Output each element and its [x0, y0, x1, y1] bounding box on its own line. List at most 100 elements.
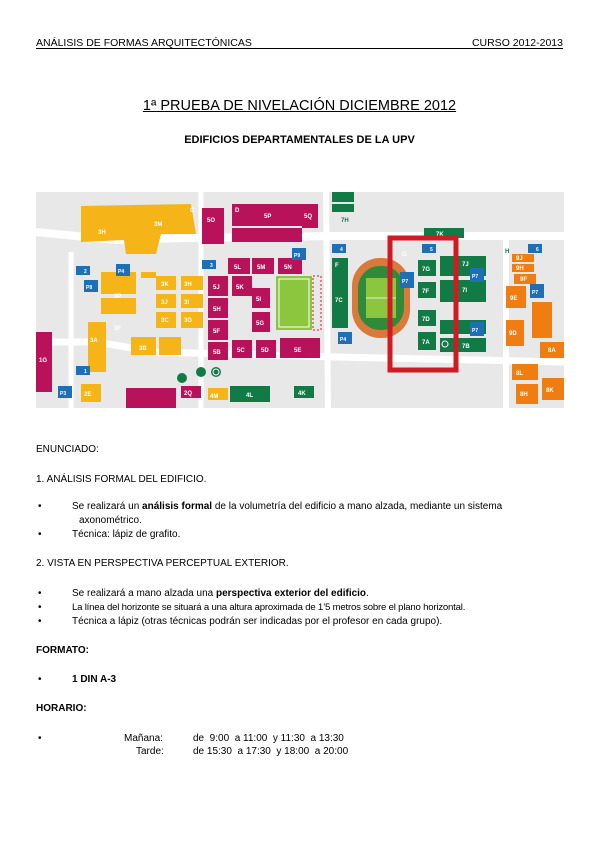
svg-text:7G: 7G [422, 267, 430, 273]
svg-text:7H: 7H [341, 218, 349, 224]
svg-text:7F: 7F [422, 289, 429, 295]
format-item: 1 DIN A-3 [72, 674, 117, 685]
bullet-marker: • [38, 616, 42, 627]
svg-text:5G: 5G [256, 321, 264, 327]
svg-text:5M: 5M [257, 265, 265, 271]
svg-text:5P: 5P [264, 214, 271, 220]
svg-text:H: H [505, 249, 509, 255]
schedule-afternoon-label: Tarde: [136, 746, 164, 757]
section-1-item-1: Se realizará un análisis formal de la vo… [72, 501, 503, 512]
svg-text:8L: 8L [516, 371, 523, 377]
svg-text:9D: 9D [509, 331, 517, 337]
svg-text:7I: 7I [462, 288, 467, 294]
section-2-item-3: Técnica a lápiz (otras técnicas podrán s… [72, 616, 443, 627]
svg-text:3J: 3J [161, 300, 168, 306]
bullet-marker: • [38, 588, 42, 599]
svg-text:9H: 9H [516, 266, 524, 272]
parking-badges [58, 244, 544, 398]
svg-text:5H: 5H [213, 307, 221, 313]
svg-text:7D: 7D [422, 317, 430, 323]
svg-text:7B: 7B [462, 344, 470, 350]
svg-text:G: G [402, 252, 407, 258]
svg-text:7K: 7K [436, 232, 444, 238]
svg-text:P7: P7 [472, 274, 478, 280]
section-1-item-1-continued: axonométrico. [79, 515, 142, 526]
schedule-heading: HORARIO: [36, 703, 87, 714]
svg-text:P3: P3 [60, 391, 66, 397]
svg-text:3P: 3P [114, 294, 121, 300]
svg-text:9F: 9F [520, 277, 527, 283]
section-2-title: 2. VISTA EN PERSPECTIVA PERCEPTUAL EXTER… [36, 558, 289, 569]
svg-text:P7: P7 [472, 328, 478, 334]
svg-text:4K: 4K [298, 391, 306, 397]
svg-text:8H: 8H [520, 392, 528, 398]
svg-text:E: E [305, 235, 309, 241]
section-1-item-2: Técnica: lápiz de grafito. [72, 529, 181, 540]
svg-text:8K: 8K [546, 388, 554, 394]
svg-text:4M: 4M [210, 394, 218, 400]
svg-text:5Q: 5Q [304, 214, 312, 220]
section-2-item-1: Se realizará a mano alzada una perspecti… [72, 588, 369, 599]
zone-orange-buildings [506, 254, 564, 404]
svg-text:5N: 5N [284, 265, 292, 271]
svg-text:4: 4 [340, 247, 343, 253]
statement-heading: ENUNCIADO: [36, 444, 99, 455]
svg-text:3B: 3B [139, 346, 147, 352]
page-title: 1ª PRUEBA DE NIVELACIÓN DICIEMBRE 2012 [142, 98, 457, 114]
svg-text:2Q: 2Q [184, 391, 192, 397]
highlight-frame [387, 235, 459, 373]
svg-text:P8: P8 [86, 285, 92, 291]
svg-text:6: 6 [536, 247, 539, 253]
bullet-marker: • [38, 529, 42, 540]
svg-text:5J: 5J [213, 285, 220, 291]
section-2-item-2: La línea del horizonte se situará a una … [72, 602, 466, 613]
svg-text:3K: 3K [161, 282, 169, 288]
bullet-marker: • [38, 733, 42, 744]
header-divider [36, 48, 563, 49]
svg-text:5O: 5O [207, 218, 215, 224]
svg-text:3G: 3G [184, 318, 192, 324]
svg-text:3A: 3A [90, 338, 98, 344]
header-course-year: CURSO 2012-2013 [471, 37, 563, 49]
svg-text:5L: 5L [234, 265, 241, 271]
svg-text:5D: 5D [261, 348, 269, 354]
svg-text:3H: 3H [184, 282, 192, 288]
svg-text:D: D [235, 208, 240, 214]
svg-text:5F: 5F [213, 329, 220, 335]
bullet-marker: • [38, 501, 42, 512]
svg-text:3C: 3C [161, 318, 169, 324]
section-1-title: 1. ANÁLISIS FORMAL DEL EDIFICIO. [36, 474, 207, 485]
svg-text:C: C [190, 208, 195, 214]
svg-text:2E: 2E [84, 392, 91, 398]
svg-text:P4: P4 [118, 269, 124, 275]
svg-text:9E: 9E [510, 296, 517, 302]
svg-text:3F: 3F [114, 326, 121, 332]
svg-text:3H: 3H [98, 230, 106, 236]
svg-text:1: 1 [84, 369, 87, 375]
svg-text:8A: 8A [548, 348, 556, 354]
running-track [352, 258, 410, 338]
zone-magenta-buildings [36, 204, 320, 408]
svg-text:P4: P4 [340, 337, 346, 343]
svg-text:5C: 5C [237, 348, 245, 354]
svg-text:F: F [335, 263, 339, 269]
svg-text:2: 2 [84, 269, 87, 275]
schedule-afternoon-hours: de 15:30 a 17:30 y 18:00 a 20:00 [193, 746, 349, 757]
svg-text:9J: 9J [516, 256, 523, 262]
svg-text:7C: 7C [335, 298, 343, 304]
svg-text:3I: 3I [184, 300, 189, 306]
svg-text:5E: 5E [294, 348, 301, 354]
bullet-marker: • [38, 602, 42, 613]
page-subtitle: EDIFICIOS DEPARTAMENTALES DE LA UPV [184, 134, 415, 146]
svg-text:3: 3 [210, 263, 213, 269]
svg-text:3M: 3M [154, 222, 162, 228]
svg-text:7A: 7A [422, 340, 430, 346]
svg-text:5: 5 [430, 247, 433, 253]
bullet-marker: • [38, 674, 42, 685]
svg-text:P9: P9 [294, 253, 300, 259]
svg-text:4L: 4L [246, 393, 253, 399]
schedule-morning-hours: de 9:00 a 11:00 y 11:30 a 13:30 [193, 733, 344, 744]
header-course-name: ANÁLISIS DE FORMAS ARQUITECTÓNICAS [36, 37, 252, 49]
svg-text:P7: P7 [402, 279, 408, 285]
